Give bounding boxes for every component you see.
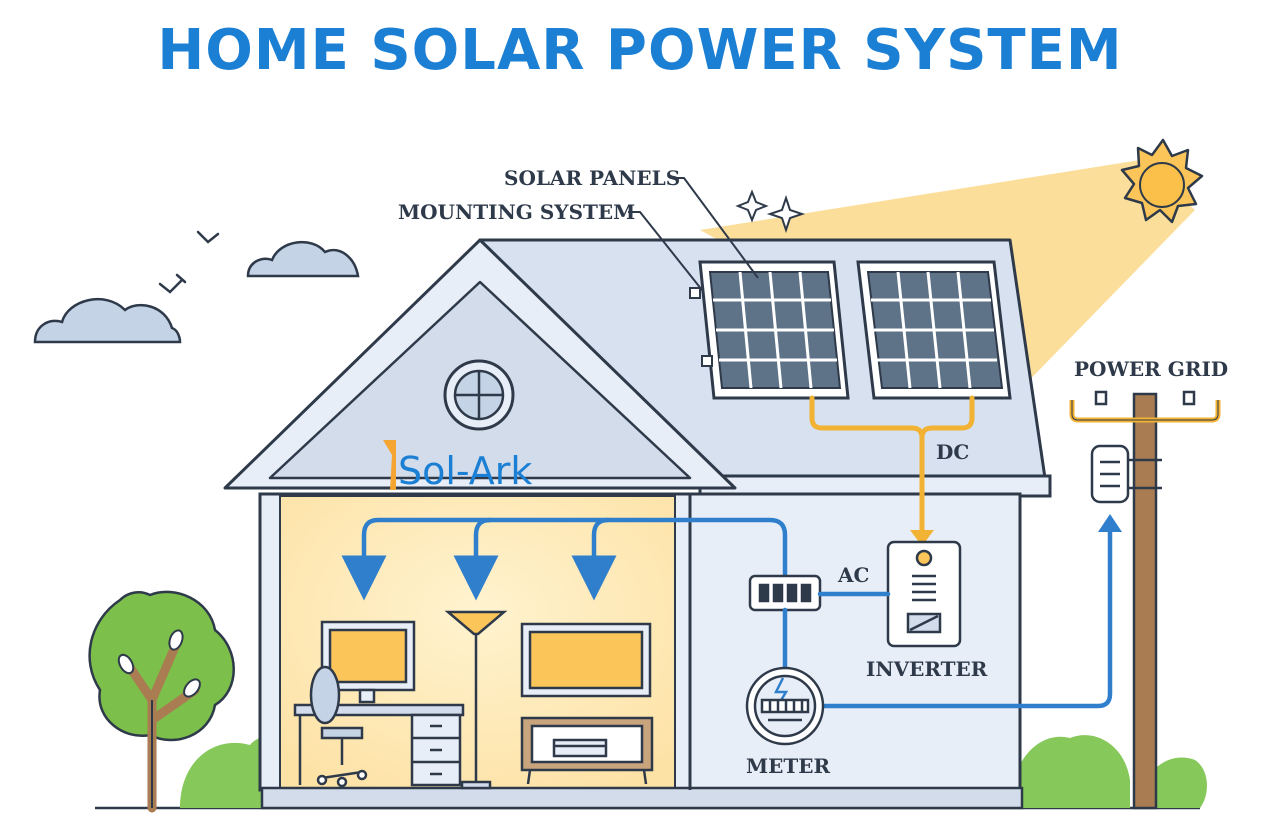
floor-lamp bbox=[444, 610, 508, 790]
grid-arrowhead bbox=[1098, 514, 1122, 532]
ac-label: AC bbox=[837, 563, 869, 587]
dc-line bbox=[809, 395, 975, 535]
logo-sun-mark bbox=[383, 440, 396, 490]
ac-distribution-line bbox=[341, 517, 788, 601]
office-chair bbox=[309, 665, 368, 788]
brand-name: Sol-Ark bbox=[398, 449, 532, 493]
inverter-label: INVERTER bbox=[866, 657, 988, 681]
meter bbox=[745, 666, 825, 746]
house-wall-right bbox=[688, 492, 1022, 792]
breaker-panel bbox=[748, 574, 822, 612]
leader-line bbox=[628, 177, 759, 291]
dc-label: DC bbox=[936, 440, 969, 464]
cloud-icon bbox=[33, 240, 360, 344]
sun-icon bbox=[1120, 138, 1204, 224]
power-pole bbox=[1069, 390, 1221, 810]
ac-line bbox=[782, 527, 1113, 709]
power-grid-label: POWER GRID bbox=[1074, 357, 1228, 381]
desk-with-monitor bbox=[293, 620, 465, 787]
diagram-title: HOME SOLAR POWER SYSTEM bbox=[157, 18, 1123, 83]
bird-icon bbox=[158, 230, 220, 294]
mounting-bracket bbox=[689, 287, 713, 367]
meter-label: METER bbox=[746, 754, 831, 778]
house-foundation bbox=[260, 786, 1024, 810]
solar-panel bbox=[856, 260, 1012, 400]
sparkle-icon bbox=[735, 189, 806, 234]
brand-logo: Sol-Ark bbox=[383, 440, 532, 493]
dc-arrowhead bbox=[910, 530, 934, 546]
mounting-system-label: MOUNTING SYSTEM bbox=[398, 200, 635, 224]
round-window bbox=[443, 359, 515, 431]
inverter bbox=[886, 540, 962, 648]
tv-console bbox=[520, 622, 654, 785]
tree bbox=[88, 590, 235, 813]
solar-panels-label: SOLAR PANELS bbox=[504, 166, 680, 190]
solar-panel bbox=[698, 260, 850, 400]
